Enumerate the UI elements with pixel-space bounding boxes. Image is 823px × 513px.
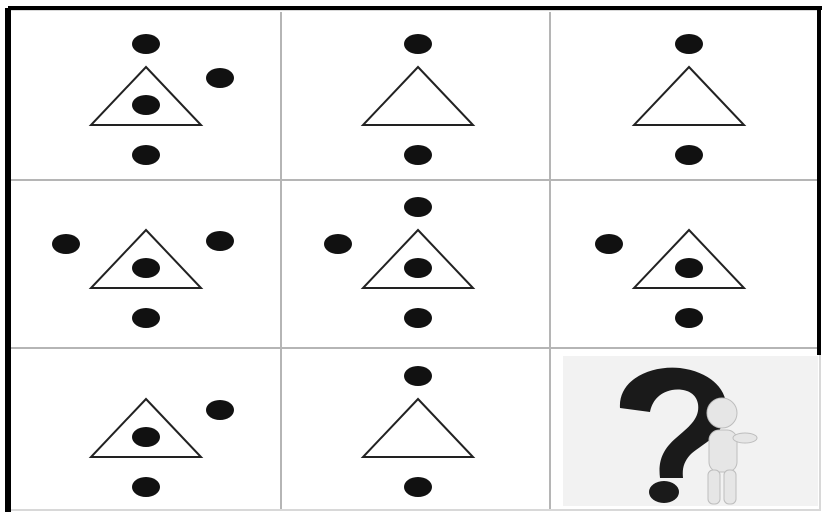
dot-bottom <box>404 477 432 497</box>
dot-left <box>595 234 623 254</box>
dot-bottom <box>132 145 160 165</box>
dot-center <box>675 258 703 278</box>
dot-center <box>132 95 160 115</box>
dot-bottom <box>132 308 160 328</box>
dot-bottom <box>404 145 432 165</box>
dot-top <box>132 34 160 54</box>
dot-right <box>206 68 234 88</box>
dot-top <box>404 34 432 54</box>
dot-bottom <box>404 308 432 328</box>
dot-right <box>206 231 234 251</box>
dot-top <box>404 197 432 217</box>
answer-cell[interactable] <box>563 356 818 506</box>
dot-right <box>206 400 234 420</box>
dot-center <box>132 427 160 447</box>
dot-top <box>675 34 703 54</box>
dot-top <box>404 366 432 386</box>
question-mark-dot <box>649 481 679 503</box>
dot-center <box>132 258 160 278</box>
dot-bottom <box>132 477 160 497</box>
dot-left <box>324 234 352 254</box>
dot-center <box>404 258 432 278</box>
dot-bottom <box>675 308 703 328</box>
dot-left <box>52 234 80 254</box>
dot-bottom <box>675 145 703 165</box>
